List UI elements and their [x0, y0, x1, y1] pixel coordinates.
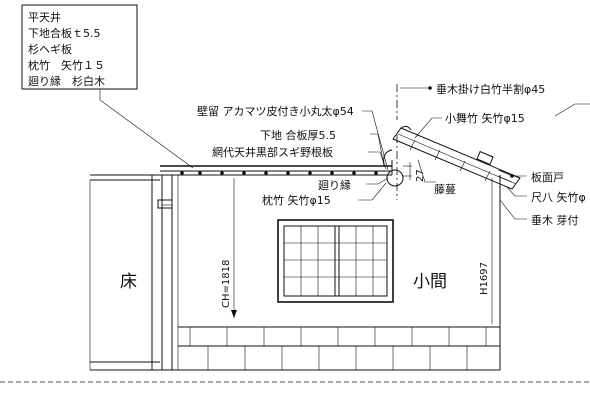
dim-27-label: 27: [415, 169, 426, 182]
taruki-me-label: 垂木 芽付: [531, 213, 579, 227]
annotation-komaidake: 小舞竹 矢竹φ15: [414, 103, 590, 139]
substrate-label: 下地 合板厚5.5: [260, 128, 336, 142]
makuradake-dots: [180, 171, 378, 175]
rail-pole-label: 壁留 アカマツ皮付き小丸太φ54: [197, 104, 354, 118]
ajiro-label: 網代天井黒部スギ野根板: [212, 145, 333, 159]
window: [277, 219, 394, 303]
annotation-mawaribuchi: 廻り縁: [318, 177, 389, 192]
tokonoma-alcove: 床: [89, 174, 173, 371]
floor-label: 床: [120, 272, 137, 292]
mawaribuchi-label: 廻り縁: [318, 178, 351, 192]
koma-label: 小間: [413, 272, 447, 292]
annotation-taruki: 垂木掛け白竹半割φ45: [400, 82, 545, 96]
annotation-shakuhachi: 尺八 矢竹φ: [505, 185, 586, 204]
annotation-rail-pole: 壁留 アカマツ皮付き小丸太φ54: [197, 104, 389, 171]
komaidake-label: 小舞竹 矢竹φ15: [445, 111, 525, 125]
ch-dimension: CH=1818: [221, 178, 237, 318]
ceiling-spec-note: 平天井 下地合板ｔ5.5 杉ヘギ板 枕竹 矢竹１５ 廻り縁 杉白木: [21, 4, 194, 169]
annotation-itadoma: 板面戸: [497, 169, 564, 184]
note-line-4: 枕竹 矢竹１５: [28, 58, 105, 72]
wainscot-grid: [178, 326, 500, 370]
makuradake-label: 枕竹 矢竹φ15: [262, 193, 331, 207]
note-line-5: 廻り縁 杉白木: [28, 74, 105, 88]
itadoma-label: 板面戸: [531, 170, 564, 184]
ch-dimension-label: CH=1818: [221, 260, 232, 308]
rail-pole-detail: 27: [383, 84, 426, 200]
fujizuru-label: 藤蔓: [434, 182, 456, 196]
h-dimension-label: H1697: [479, 262, 490, 295]
note-line-3: 杉ヘギ板: [28, 42, 72, 56]
h-dimension: H1697: [479, 178, 493, 324]
note-leader: [99, 89, 194, 169]
note-box: [21, 4, 138, 90]
annotation-taruki-me: 垂木 芽付: [499, 199, 579, 227]
shakuhachi-label: 尺八 矢竹φ: [531, 190, 586, 204]
ceiling-band: [160, 165, 392, 176]
annotation-ajiro: 網代天井黒部スギ野根板: [212, 145, 387, 170]
annotation-makuradake: 枕竹 矢竹φ15: [262, 182, 387, 207]
note-line-2: 下地合板ｔ5.5: [28, 26, 101, 40]
annotation-substrate: 下地 合板厚5.5: [260, 128, 385, 167]
annotation-fujizuru: 藤蔓: [417, 159, 456, 196]
taruki-label: 垂木掛け白竹半割φ45: [436, 82, 545, 96]
note-line-1: 平天井: [28, 10, 61, 24]
main-wall: [171, 175, 501, 371]
roof-slope: [392, 125, 521, 190]
